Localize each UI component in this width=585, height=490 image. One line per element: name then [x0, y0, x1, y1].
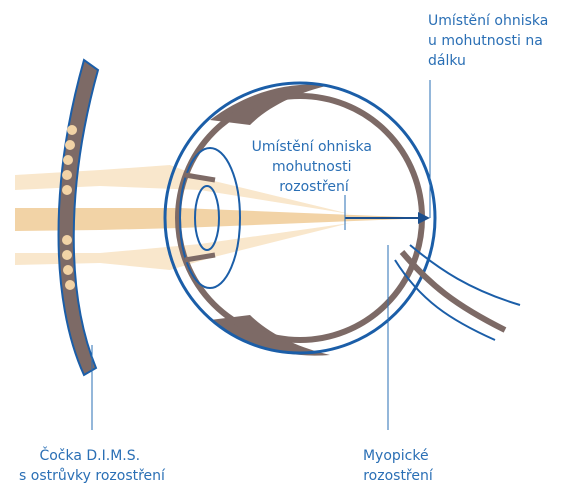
defocus-focus-line-2: mohutnosti — [272, 159, 352, 175]
far-focus-line-1: Umístění ohniska — [428, 13, 548, 29]
defocus-focus-line-1: Umístění ohniska — [252, 139, 372, 155]
lens-line-1: Čočka D.I.M.S. — [39, 446, 140, 464]
myopic-line-1: Myopické — [363, 448, 429, 464]
lens-label: Čočka D.I.M.S. s ostrůvky rozostření — [19, 446, 166, 484]
far-focus-label: Umístění ohniska u mohutnosti na dálku — [428, 13, 553, 69]
myopic-label: Myopické rozostření — [363, 448, 434, 484]
far-focus-line-3: dálku — [428, 53, 466, 69]
lens-line-2: s ostrůvky rozostření — [19, 468, 166, 484]
far-focus-line-2: u mohutnosti na — [428, 33, 543, 49]
focus-arrow-icon — [345, 212, 430, 224]
main-beam — [15, 208, 430, 231]
myopic-line-2: rozostření — [363, 468, 434, 484]
defocus-focus-line-3: rozostření — [279, 179, 350, 195]
defocus-focus-label: Umístění ohniska mohutnosti rozostření — [252, 139, 377, 195]
